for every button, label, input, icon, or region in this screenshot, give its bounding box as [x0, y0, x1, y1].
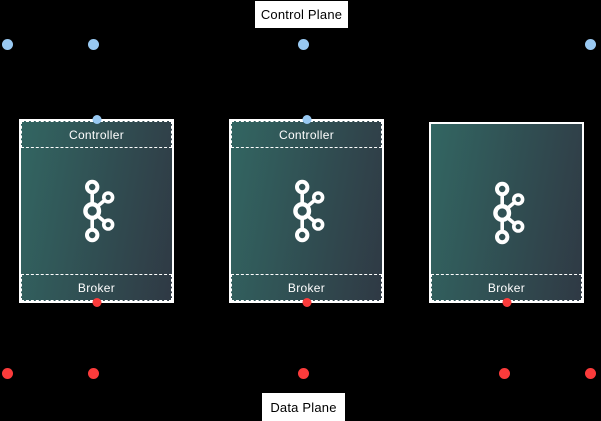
node-1-controller-anchor-dot [92, 115, 101, 124]
kafka-node-1: Controller Broker [19, 115, 174, 307]
data-plane-label-text: Data Plane [270, 399, 337, 415]
control-plane-dot-edge-left [2, 39, 13, 50]
broker-section-2: Broker [231, 274, 382, 301]
controller-section-1: Controller [21, 121, 172, 148]
kafka-logo-icon [492, 181, 524, 244]
controller-section-2: Controller [231, 121, 382, 148]
kafka-logo-icon [82, 179, 114, 243]
data-plane-dot-edge-right [585, 368, 596, 379]
control-plane-label-text: Control Plane [260, 7, 343, 22]
node-1-broker-anchor-dot [92, 298, 101, 307]
kafka-node-3: Broker [429, 122, 584, 307]
node-2-broker-anchor-dot [302, 298, 311, 307]
data-plane-dot-node-1 [88, 368, 99, 379]
node-3-broker-anchor-dot [502, 298, 511, 307]
broker-section-1: Broker [21, 274, 172, 301]
broker-label: Broker [287, 280, 326, 295]
control-plane-dot-node-2 [298, 39, 309, 50]
controller-label: Controller [68, 127, 125, 142]
data-plane-dot-node-2 [298, 368, 309, 379]
node-2-controller-anchor-dot [302, 115, 311, 124]
data-plane-label: Data Plane [262, 393, 345, 421]
broker-label: Broker [487, 280, 526, 295]
data-plane-dot-node-3 [499, 368, 510, 379]
control-plane-dot-node-1 [88, 39, 99, 50]
kafka-logo-icon [292, 179, 324, 243]
control-plane-label: Control Plane [255, 1, 348, 28]
controller-label: Controller [278, 127, 335, 142]
kafka-node-2: Controller Broker [229, 115, 384, 307]
broker-section-3: Broker [431, 274, 582, 301]
control-plane-dot-edge-right [585, 39, 596, 50]
broker-label: Broker [77, 280, 116, 295]
data-plane-dot-edge-left [2, 368, 13, 379]
